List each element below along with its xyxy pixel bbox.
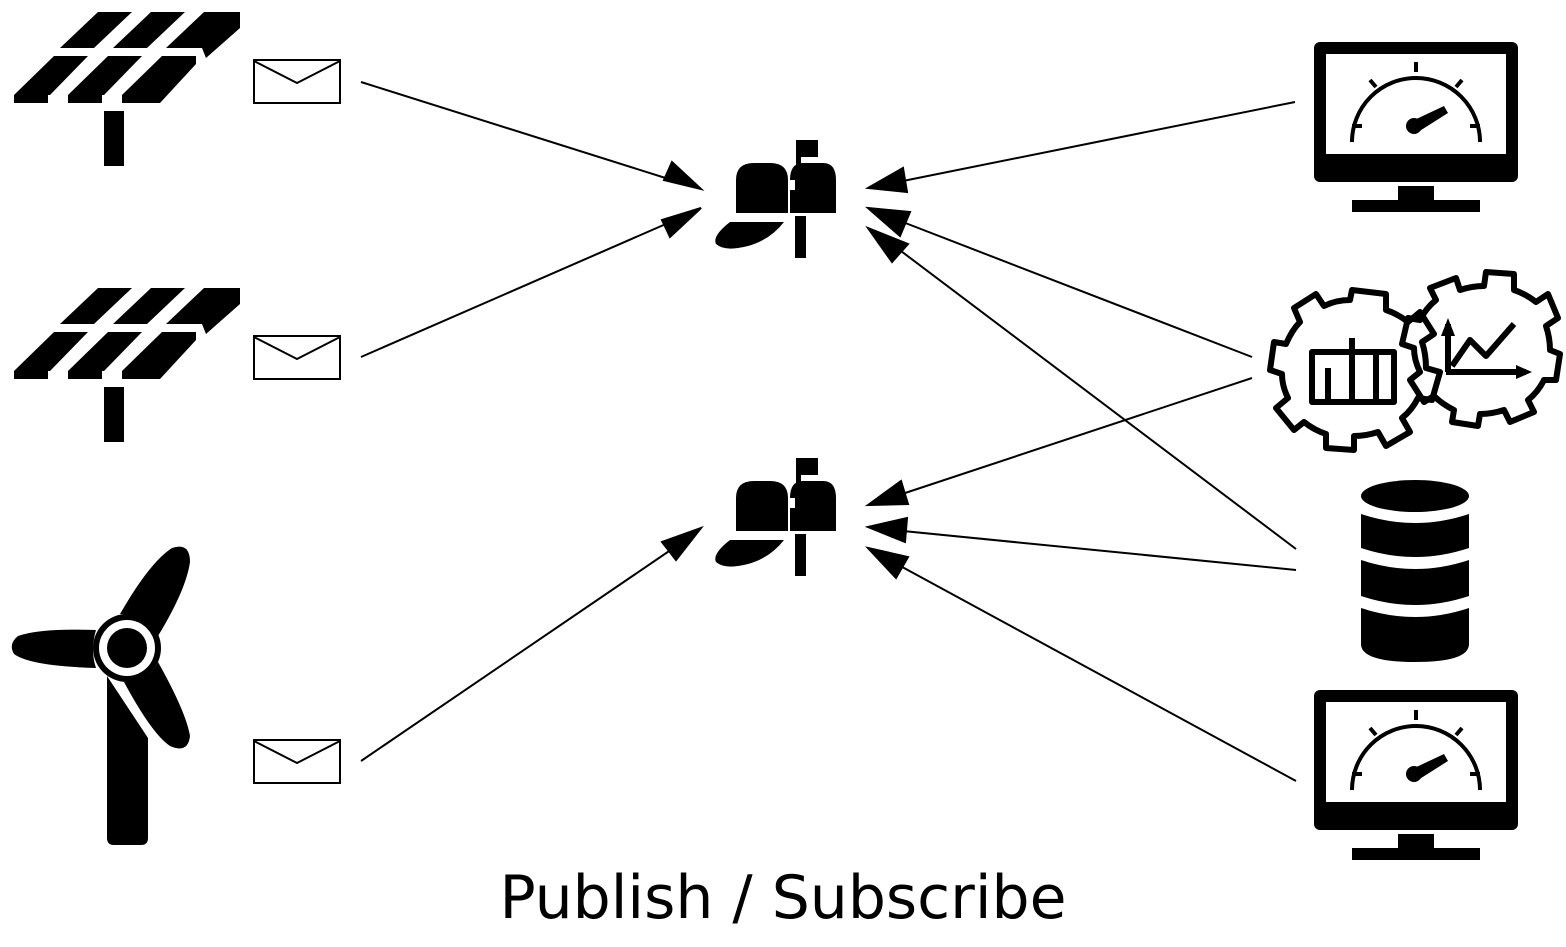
arrowhead [865, 546, 910, 580]
arrowhead [1441, 318, 1455, 336]
arrowhead [660, 525, 704, 562]
envelope-icon [253, 335, 341, 380]
envelope-icon [253, 59, 341, 104]
wind-turbine-icon [11, 546, 190, 845]
edge-monitor1-broker [892, 101, 1296, 184]
analytics-gears-icon [1267, 269, 1563, 453]
solar-panel-icon [14, 12, 240, 166]
edge-analytics-broker-top [894, 218, 1253, 358]
envelope-icon [253, 739, 341, 784]
arrowhead [865, 206, 912, 238]
edge-database-broker-bottom [892, 529, 1297, 571]
arrowhead [864, 516, 909, 544]
edge-analytics-broker-bottom [892, 377, 1253, 498]
edge-database-broker-top [892, 244, 1297, 550]
edge-solar1-broker [360, 81, 676, 182]
arrowhead [660, 207, 702, 239]
dashboard-monitor-icon [1312, 688, 1520, 862]
edge-solar2-broker [360, 219, 676, 358]
dashboard-monitor-icon [1312, 40, 1520, 214]
edge-monitor2-broker-bottom [892, 561, 1297, 782]
arrowhead [864, 166, 909, 194]
arrowhead [864, 479, 910, 507]
mailbox-icon [715, 458, 836, 576]
arrowhead [865, 225, 910, 264]
solar-panel-icon [14, 288, 240, 442]
arrowhead [1516, 365, 1532, 379]
arrowhead [662, 160, 705, 191]
edge-wind-broker [360, 544, 679, 762]
database-icon [1361, 480, 1469, 662]
mailbox-icon [715, 140, 836, 258]
diagram-caption: Publish / Subscribe [499, 863, 1067, 933]
